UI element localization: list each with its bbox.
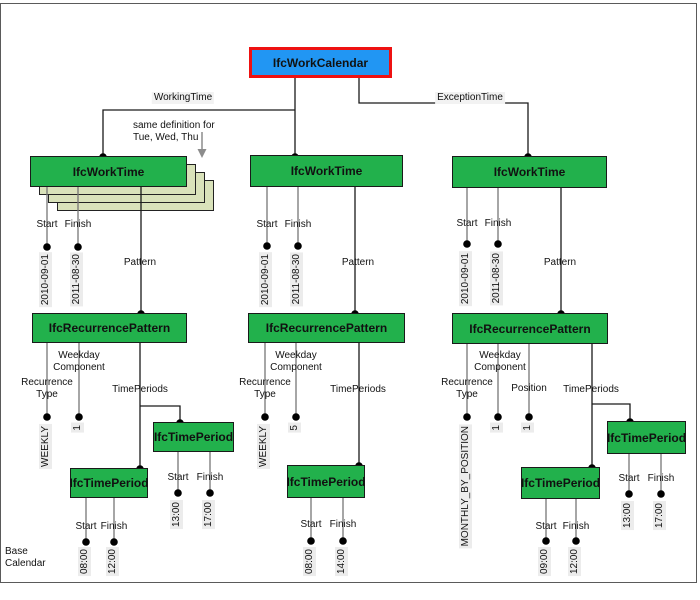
- node-label: IfcTimePeriod: [286, 474, 366, 489]
- value-start-date-2: 2010-09-01: [259, 252, 272, 308]
- attr-label-finish: Finish: [196, 472, 224, 483]
- same-definition-note: same definition for Tue, Wed, Thu: [133, 120, 215, 143]
- base-calendar-label: Base Calendar: [5, 546, 46, 569]
- node-label: IfcRecurrencePattern: [48, 321, 171, 335]
- edge-label-exception-time: ExceptionTime: [435, 92, 505, 104]
- value-position-3: 1: [521, 423, 534, 433]
- node-label: IfcRecurrencePattern: [469, 321, 591, 336]
- attr-label-weekday-component: Weekday Component: [474, 350, 526, 373]
- attr-label-start: Start: [300, 519, 322, 530]
- edge-label-pattern-3: Pattern: [543, 257, 577, 268]
- node-ifc-recurrence-pattern-3: IfcRecurrencePattern: [452, 313, 608, 344]
- attr-label-finish: Finish: [484, 218, 512, 229]
- attr-label-start: Start: [456, 218, 478, 229]
- value-start-date-3: 2010-09-01: [459, 251, 472, 307]
- value-start-date-1: 2010-09-01: [39, 252, 52, 308]
- attr-label-weekday-component: Weekday Component: [53, 350, 105, 373]
- node-label: IfcWorkTime: [72, 164, 145, 179]
- node-ifc-time-period-2: IfcTimePeriod: [286, 465, 366, 498]
- value-recurrence-type-2: WEEKLY: [257, 424, 270, 469]
- attr-label-recurrence-type: Recurrence Type: [21, 377, 73, 400]
- node-ifc-recurrence-pattern-2: IfcRecurrencePattern: [248, 313, 405, 343]
- node-ifc-work-time-3: IfcWorkTime: [452, 156, 607, 188]
- attr-label-start: Start: [535, 521, 557, 532]
- node-label: IfcTimePeriod: [606, 430, 687, 445]
- node-ifc-time-period-3a: IfcTimePeriod: [607, 421, 686, 454]
- node-label: IfcWorkTime: [290, 164, 363, 178]
- value-weekday-component-1: 1: [71, 423, 84, 433]
- node-label: IfcTimePeriod: [69, 476, 149, 490]
- attr-label-recurrence-type: Recurrence Type: [441, 377, 493, 400]
- node-ifc-work-time-1: IfcWorkTime: [30, 156, 187, 187]
- attr-label-finish: Finish: [100, 521, 128, 532]
- value-finish-date-1: 2011-08-30: [70, 252, 83, 307]
- value-period-start: 13:00: [170, 500, 183, 530]
- value-weekday-component-2: 5: [288, 423, 301, 433]
- attr-label-finish: Finish: [284, 219, 312, 230]
- value-period-finish: 12:00: [568, 547, 581, 577]
- attr-label-finish: Finish: [64, 219, 92, 230]
- attr-label-weekday-component: Weekday Component: [270, 350, 322, 373]
- node-ifc-recurrence-pattern-1: IfcRecurrencePattern: [32, 313, 187, 343]
- attr-label-finish: Finish: [329, 519, 357, 530]
- value-weekday-component-3: 1: [490, 423, 503, 433]
- value-finish-date-3: 2011-08-30: [490, 251, 503, 306]
- node-ifc-work-calendar: IfcWorkCalendar: [249, 47, 392, 78]
- edge-label-time-periods-1: TimePeriods: [112, 384, 168, 395]
- value-finish-date-2: 2011-08-30: [290, 252, 303, 307]
- value-period-start: 08:00: [78, 547, 91, 577]
- node-ifc-time-period-1b: IfcTimePeriod: [69, 468, 149, 498]
- attr-label-start: Start: [36, 219, 58, 230]
- value-period-start: 08:00: [303, 547, 316, 577]
- edge-label-time-periods-2: TimePeriods: [330, 384, 386, 395]
- value-period-finish: 12:00: [106, 547, 119, 577]
- node-ifc-time-period-1a: IfcTimePeriod: [153, 422, 234, 452]
- value-recurrence-type-1: WEEKLY: [39, 424, 52, 469]
- value-period-finish: 17:00: [202, 500, 215, 530]
- node-ifc-work-time-2: IfcWorkTime: [250, 155, 403, 187]
- attr-label-start: Start: [256, 219, 278, 230]
- attr-label-finish: Finish: [647, 473, 675, 484]
- attr-label-start: Start: [75, 521, 97, 532]
- attr-label-recurrence-type: Recurrence Type: [239, 377, 291, 400]
- value-period-start: 13:00: [621, 501, 634, 531]
- edge-label-working-time: WorkingTime: [151, 92, 215, 104]
- node-ifc-time-period-3b: IfcTimePeriod: [521, 467, 600, 499]
- attr-label-start: Start: [618, 473, 640, 484]
- attr-label-start: Start: [167, 472, 189, 483]
- value-period-start: 09:00: [538, 547, 551, 577]
- node-label: IfcTimePeriod: [520, 476, 601, 490]
- node-label: IfcWorkTime: [493, 165, 566, 179]
- attr-label-position: Position: [511, 383, 547, 394]
- value-period-finish: 17:00: [653, 501, 666, 531]
- edge-label-pattern-2: Pattern: [341, 257, 375, 268]
- node-label: IfcRecurrencePattern: [265, 321, 388, 335]
- edge-label-pattern-1: Pattern: [123, 257, 157, 268]
- node-label: IfcWorkCalendar: [272, 55, 369, 70]
- value-recurrence-type-3: MONTHLY_BY_POSITION: [459, 424, 472, 549]
- diagram-frame: [0, 3, 697, 583]
- edge-label-time-periods-3: TimePeriods: [563, 384, 619, 395]
- node-label: IfcTimePeriod: [153, 430, 234, 444]
- attr-label-finish: Finish: [562, 521, 590, 532]
- value-period-finish: 14:00: [335, 547, 348, 577]
